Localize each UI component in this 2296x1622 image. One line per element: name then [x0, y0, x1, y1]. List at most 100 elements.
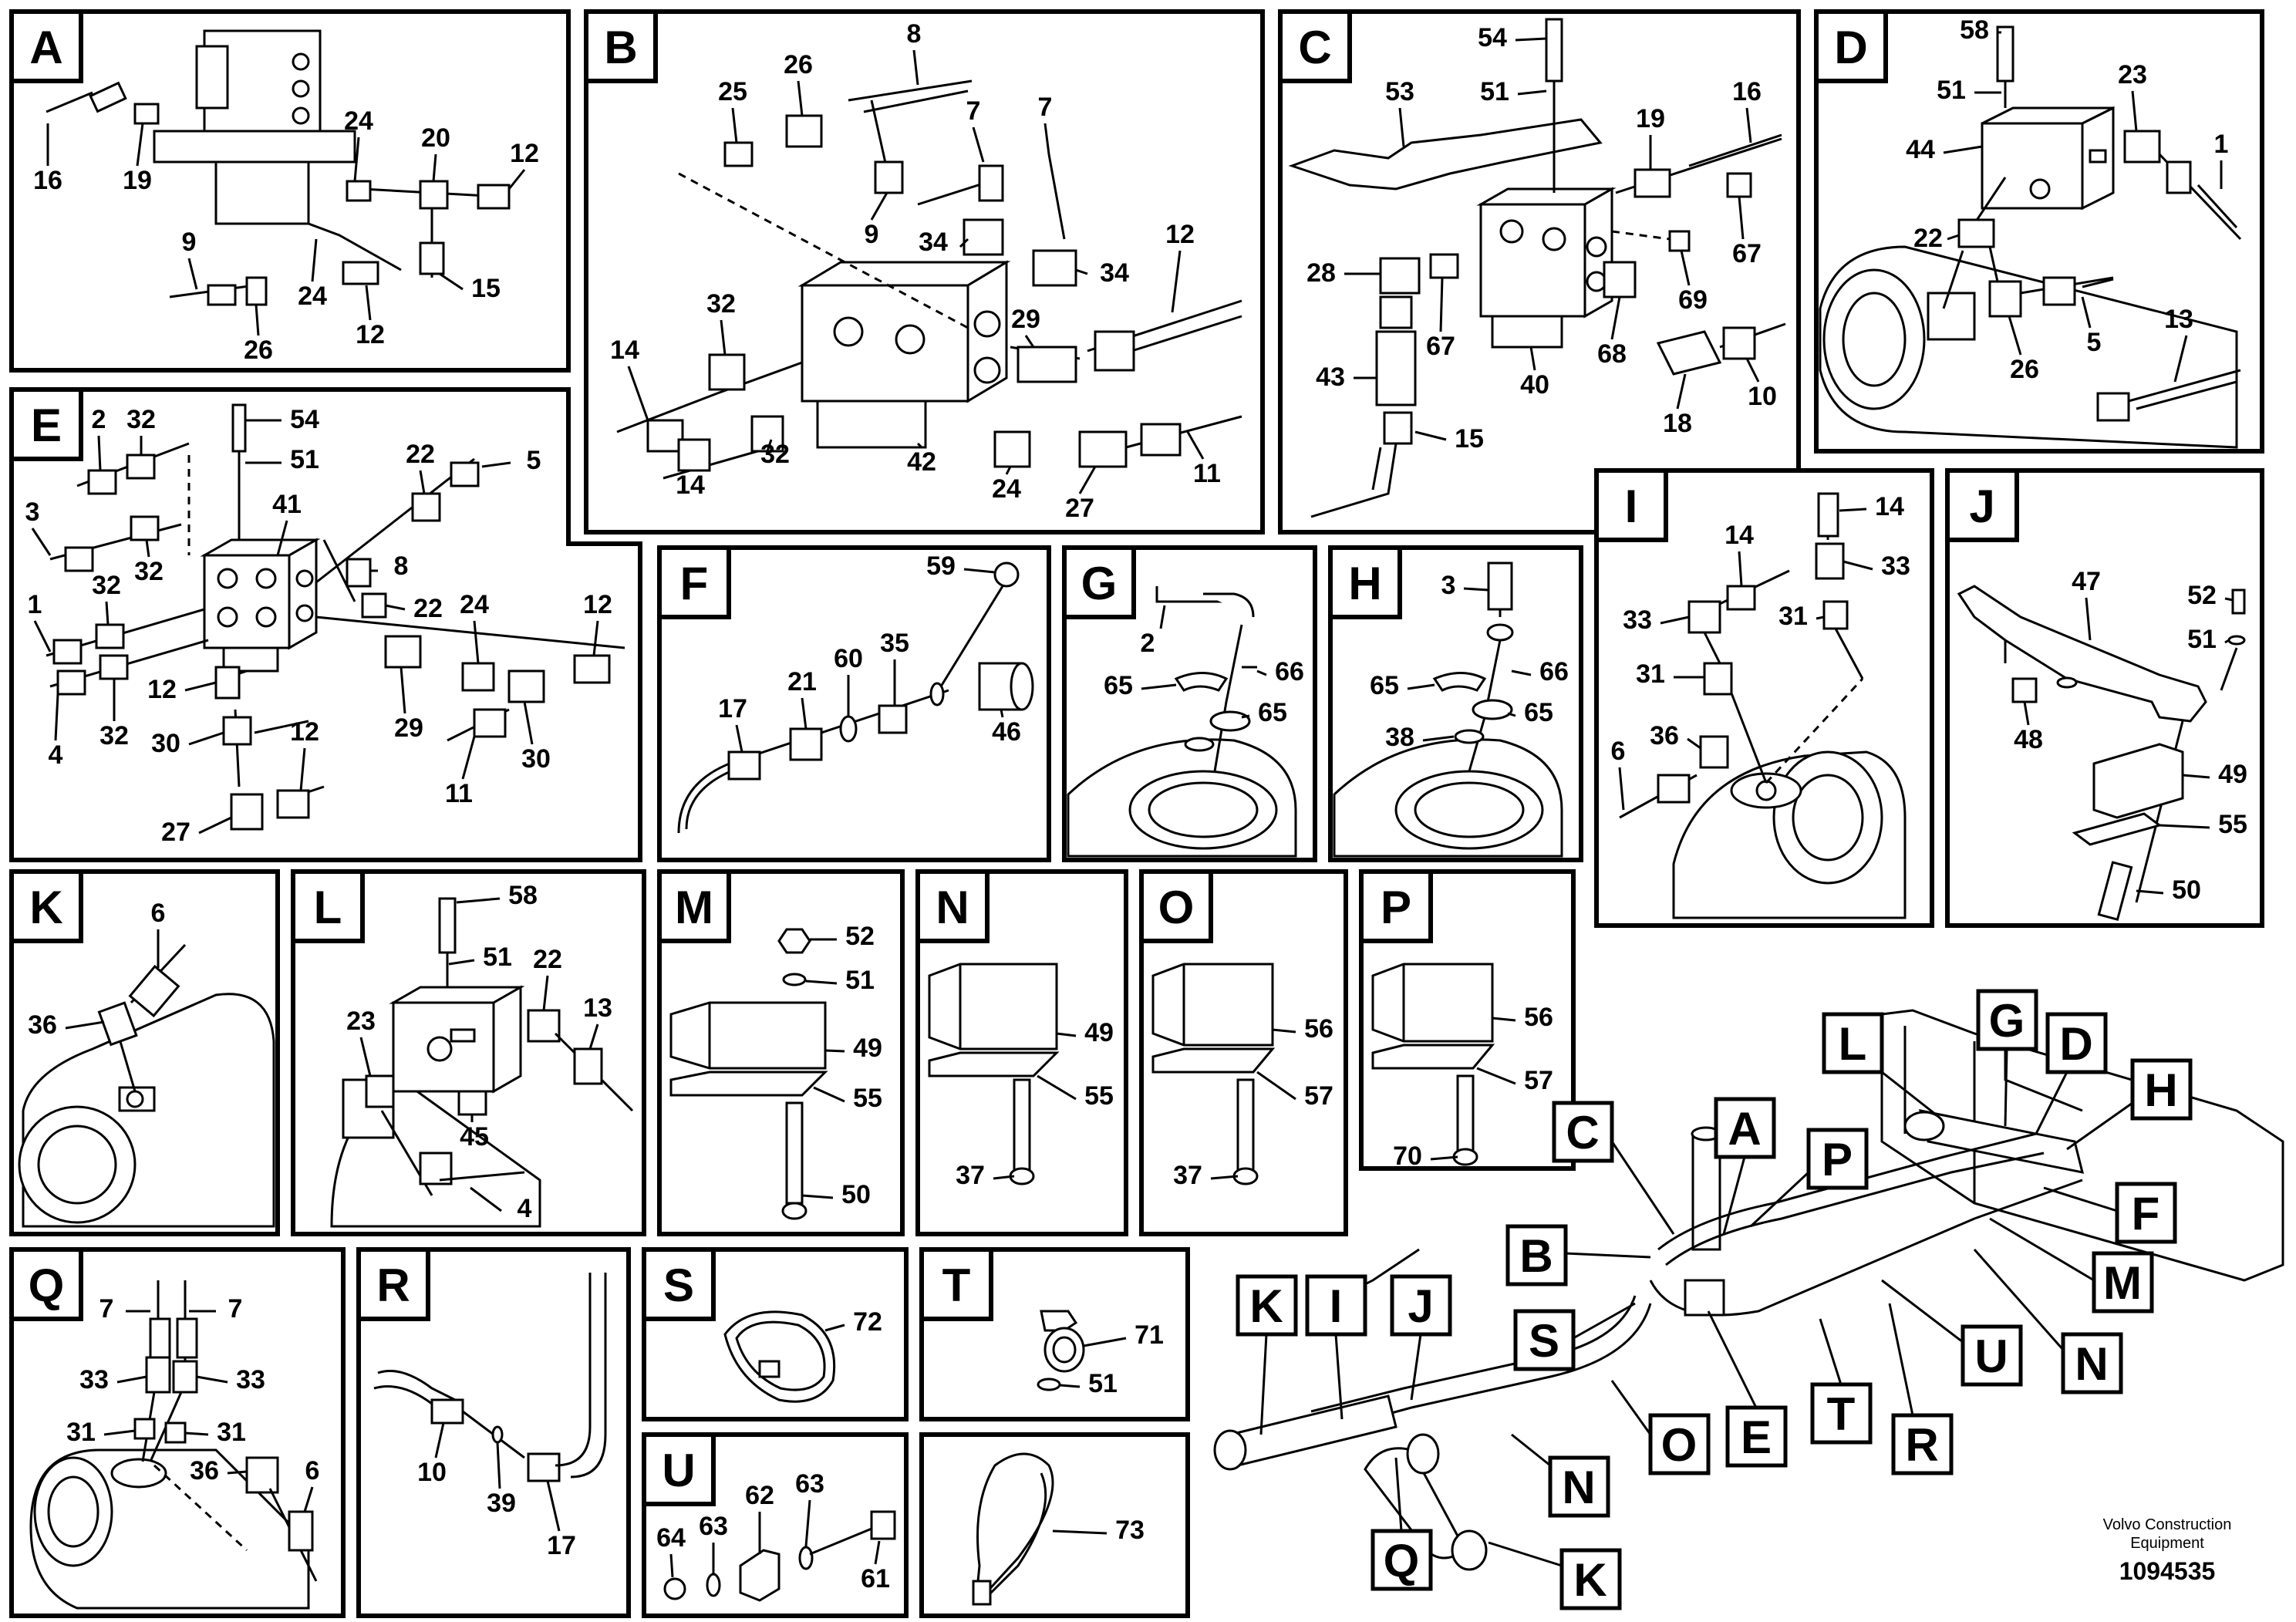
callout-i-14b: 14: [1725, 521, 1754, 550]
panel-s: S 72: [642, 1247, 909, 1421]
panel-q: Q 7 7 33 33 31 31 36 6: [9, 1247, 346, 1618]
callout-c-67: 67: [1732, 239, 1762, 268]
svg-text:H: H: [2144, 1064, 2177, 1116]
callout-j-47: 47: [2072, 567, 2101, 596]
company-line-2: Equipment: [2130, 1535, 2204, 1552]
panel-e: E 2 32 54 51: [9, 387, 642, 862]
callout-i-6: 6: [1611, 737, 1626, 766]
overview-tag-k2: K: [1488, 1541, 1622, 1610]
overview-tag-h: H: [2066, 1058, 2193, 1151]
callout-e-41: 41: [272, 490, 302, 519]
panel-p-letter: P: [1381, 882, 1411, 933]
callout-g-2: 2: [1141, 629, 1155, 658]
overview-tag-l: L: [1822, 1012, 1937, 1116]
callout-m-50: 50: [841, 1180, 871, 1209]
callout-g-65: 65: [1104, 671, 1133, 700]
callout-e-2: 2: [92, 405, 106, 434]
overview-tag-n2: N: [1511, 1433, 1610, 1518]
callout-e-51: 51: [290, 445, 319, 474]
callout-d-44: 44: [1906, 135, 1935, 164]
panel-u-letter: U: [662, 1445, 695, 1496]
callout-a-12b: 12: [356, 320, 385, 349]
callout-e-5: 5: [527, 446, 541, 475]
callout-d-1: 1: [2214, 130, 2229, 159]
callout-t-71: 71: [1135, 1320, 1164, 1350]
svg-text:F: F: [2132, 1188, 2160, 1239]
panel-f: F 59 60 35 21 17 46: [657, 545, 1051, 862]
callout-l-22: 22: [533, 945, 562, 974]
callout-e-3: 3: [25, 497, 40, 527]
panel-j: J 47 52 51 48 49 55 50: [1945, 468, 2264, 928]
callout-e-30: 30: [151, 729, 180, 758]
callout-c-15: 15: [1455, 424, 1484, 454]
svg-text:B: B: [1519, 1230, 1553, 1282]
callout-a-9: 9: [182, 228, 197, 257]
callout-d-5: 5: [2087, 328, 2102, 357]
panel-l: L 58 51 22 13 23 45 4: [291, 869, 646, 1236]
svg-text:A: A: [1728, 1103, 1761, 1155]
panel-i: I 14 14 33 33 31 31: [1594, 468, 1934, 928]
callout-d-22: 22: [1913, 224, 1943, 253]
panel-a: A 16 19 24 20 12 9: [9, 9, 571, 373]
overview-tag-n: N: [1973, 1249, 2123, 1394]
callout-t-51: 51: [1088, 1369, 1118, 1398]
callout-g-66: 66: [1275, 657, 1304, 686]
overview-tags: L G D H A C P: [1236, 989, 2193, 1610]
panel-k-letter: K: [29, 882, 62, 933]
overview-tag-d: D: [2035, 1012, 2108, 1135]
callout-j-48: 48: [2014, 725, 2043, 754]
panel-d: D 58 51 23 44 1: [1814, 9, 2264, 454]
callout-b-7: 7: [966, 96, 981, 126]
callout-q-31b: 31: [217, 1418, 246, 1447]
callout-b-14b: 14: [676, 470, 705, 500]
callout-r-17: 17: [547, 1531, 576, 1560]
overview-tag-q: Q: [1371, 1457, 1433, 1591]
panel-j-letter: J: [1969, 481, 1994, 532]
callout-q-31: 31: [66, 1418, 96, 1447]
overview-tag-k: K: [1236, 1274, 1298, 1435]
callout-i-31b: 31: [1636, 659, 1665, 689]
callout-u-62: 62: [745, 1481, 774, 1510]
svg-text:M: M: [2103, 1257, 2142, 1309]
callout-l-4: 4: [518, 1194, 532, 1223]
panel-c: C 54 53 51 19 16: [1278, 9, 1801, 534]
footer: Volvo Construction Equipment 1094535: [2103, 1516, 2232, 1585]
callout-e-32: 32: [126, 405, 156, 434]
callout-q-33: 33: [79, 1365, 109, 1394]
callout-f-59: 59: [926, 551, 956, 581]
callout-c-18: 18: [1663, 409, 1692, 438]
callout-j-50: 50: [2172, 875, 2201, 905]
callout-n-37: 37: [956, 1161, 985, 1190]
callout-i-33: 33: [1881, 551, 1910, 581]
svg-text:R: R: [1905, 1419, 1938, 1471]
panel-m: M 52 51 49 55 50: [657, 869, 905, 1236]
overview-tag-a: A: [1714, 1097, 1776, 1235]
svg-text:G: G: [1989, 995, 2025, 1047]
callout-e-12: 12: [583, 590, 612, 619]
callout-i-31: 31: [1778, 602, 1808, 631]
callout-e-1: 1: [28, 590, 42, 619]
overview-tag-e: E: [1707, 1310, 1788, 1468]
callout-f-21: 21: [787, 667, 817, 696]
callout-l-45: 45: [460, 1122, 489, 1152]
overview-tag-r: R: [1888, 1303, 1954, 1475]
callout-q-36: 36: [190, 1456, 219, 1485]
callout-b-32: 32: [706, 289, 736, 319]
callout-b-32b: 32: [760, 440, 790, 469]
callout-m-55: 55: [853, 1084, 882, 1113]
overview-tag-i: I: [1305, 1274, 1367, 1420]
callout-c-51: 51: [1480, 77, 1509, 106]
panel-r: R 10 39 17: [356, 1247, 631, 1618]
callout-a-24b: 24: [298, 282, 327, 311]
callout-b-34b: 34: [1100, 258, 1129, 288]
callout-b-42: 42: [907, 447, 936, 477]
panel-m-letter: M: [675, 882, 713, 933]
panel-c-letter: C: [1298, 22, 1331, 73]
callout-e-32b: 32: [134, 557, 164, 586]
callout-u-61: 61: [861, 1564, 890, 1593]
company-line-1: Volvo Construction: [2103, 1516, 2232, 1533]
callout-c-19: 19: [1636, 104, 1665, 133]
callout-a-26: 26: [244, 336, 273, 365]
callout-f-35: 35: [880, 629, 909, 658]
